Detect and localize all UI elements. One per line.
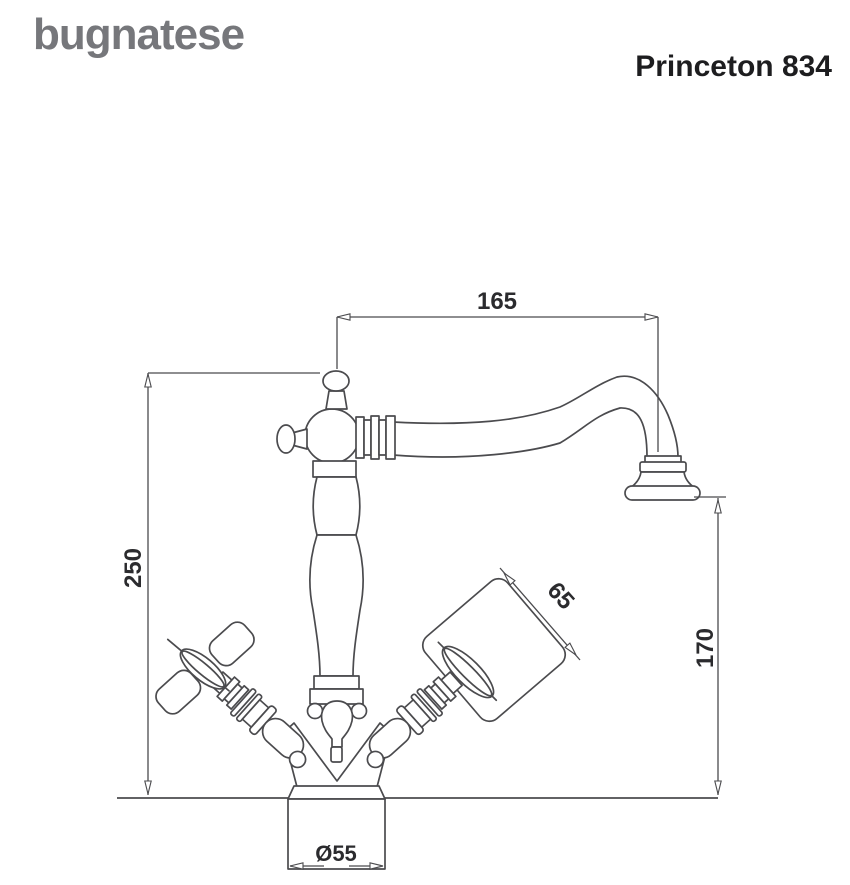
dimension-outlet-height-label: 170 [692,628,719,668]
dimension-annotations [144,313,726,870]
dimension-handle-size-label: 65 [542,577,580,615]
top-finial [322,370,350,410]
brand-logo: bugnatese [33,10,245,59]
dimension-outlet-height [694,496,726,795]
left-handle [155,621,255,715]
dimension-base-diameter-label: Ø55 [315,841,357,866]
spout-outlet-bell [624,455,701,501]
spout-connector-rings [355,415,396,460]
side-knob [276,424,308,454]
dimension-base-diameter [289,862,384,870]
dimension-total-height [144,372,320,795]
dimension-handle-size [499,567,581,661]
dimension-spout-reach-label: 165 [477,288,517,315]
faucet-drawing [155,370,701,870]
base-flange [287,785,386,800]
base-body [287,798,386,870]
right-valve-stem [353,665,469,774]
spout-tube [392,375,679,458]
dimension-spout-reach [336,313,659,452]
faucet-column [309,460,364,705]
product-title: Princeton 834 [635,50,832,83]
center-diverter [306,700,368,763]
right-handle-hub [437,641,498,702]
left-valve-stem [210,671,307,769]
spout-sphere-joint [304,408,360,464]
dimension-total-height-label: 250 [120,548,147,588]
